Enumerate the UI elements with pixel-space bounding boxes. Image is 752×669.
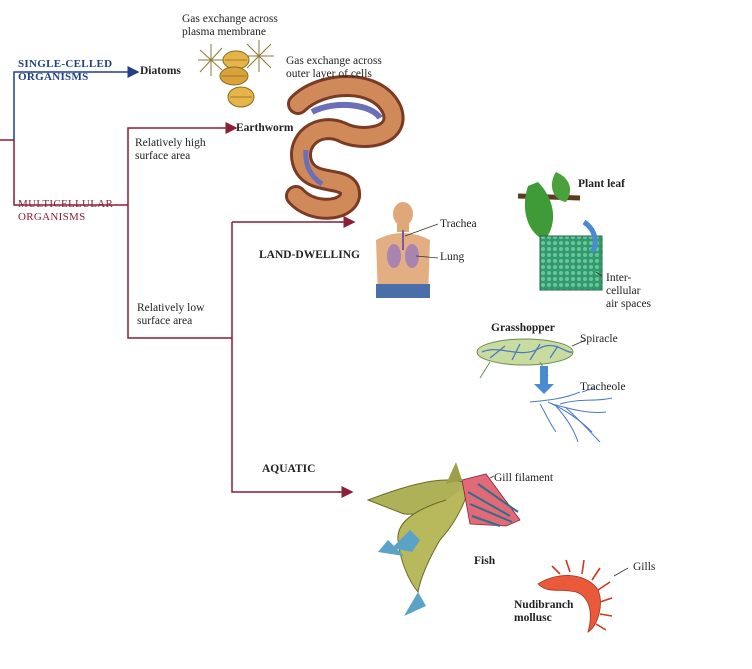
gills-label: Gills	[633, 561, 656, 573]
fish-label: Fish	[474, 555, 496, 567]
tracheole-illustration	[529, 387, 613, 443]
lung-label: Lung	[440, 251, 465, 263]
trachea-label: Trachea	[440, 218, 477, 230]
earthworm-illustration	[285, 75, 405, 220]
single-celled-label: SINGLE-CELLED ORGANISMS	[18, 58, 113, 83]
diatom-illustration	[198, 40, 274, 108]
multicellular-branch	[13, 140, 128, 206]
high-surface-branch	[127, 127, 222, 205]
tracheole-label: Tracheole	[580, 381, 626, 393]
high-surface-label: Relatively high surface area	[135, 137, 206, 162]
plant-leaf-illustration	[517, 172, 603, 291]
diatoms-label: Diatoms	[140, 65, 181, 77]
aquatic-label: AQUATIC	[262, 463, 316, 475]
land-dwelling-label: LAND-DWELLING	[259, 249, 360, 261]
plant-leaf-label: Plant leaf	[578, 178, 625, 190]
multicellular-label: MULTICELLULAR ORGANISMS	[18, 198, 114, 223]
diatom-gas-exchange-note: Gas exchange across plasma membrane	[182, 13, 278, 38]
human-torso-illustration	[376, 202, 439, 298]
grasshopper-illustration	[476, 338, 587, 394]
low-surface-label: Relatively low surface area	[137, 302, 205, 327]
intercellular-air-spaces-label: Inter- cellular air spaces	[606, 272, 652, 310]
spiracle-label: Spiracle	[580, 333, 618, 345]
earthworm-gas-exchange-note: Gas exchange across outer layer of cells	[286, 55, 382, 80]
earthworm-label: Earthworm	[236, 122, 294, 134]
branch-lines	[0, 66, 356, 498]
fish-illustration	[366, 462, 471, 616]
gill-filament-label: Gill filament	[494, 472, 554, 484]
single-celled-branch	[13, 71, 128, 140]
land-aquatic-branch	[231, 222, 340, 493]
low-surface-branch	[127, 205, 232, 339]
grasshopper-label: Grasshopper	[491, 322, 555, 334]
nudibranch-label: Nudibranch mollusc	[514, 599, 574, 624]
nudibranch-illustration	[537, 559, 629, 633]
gill-filament-illustration	[461, 473, 521, 527]
